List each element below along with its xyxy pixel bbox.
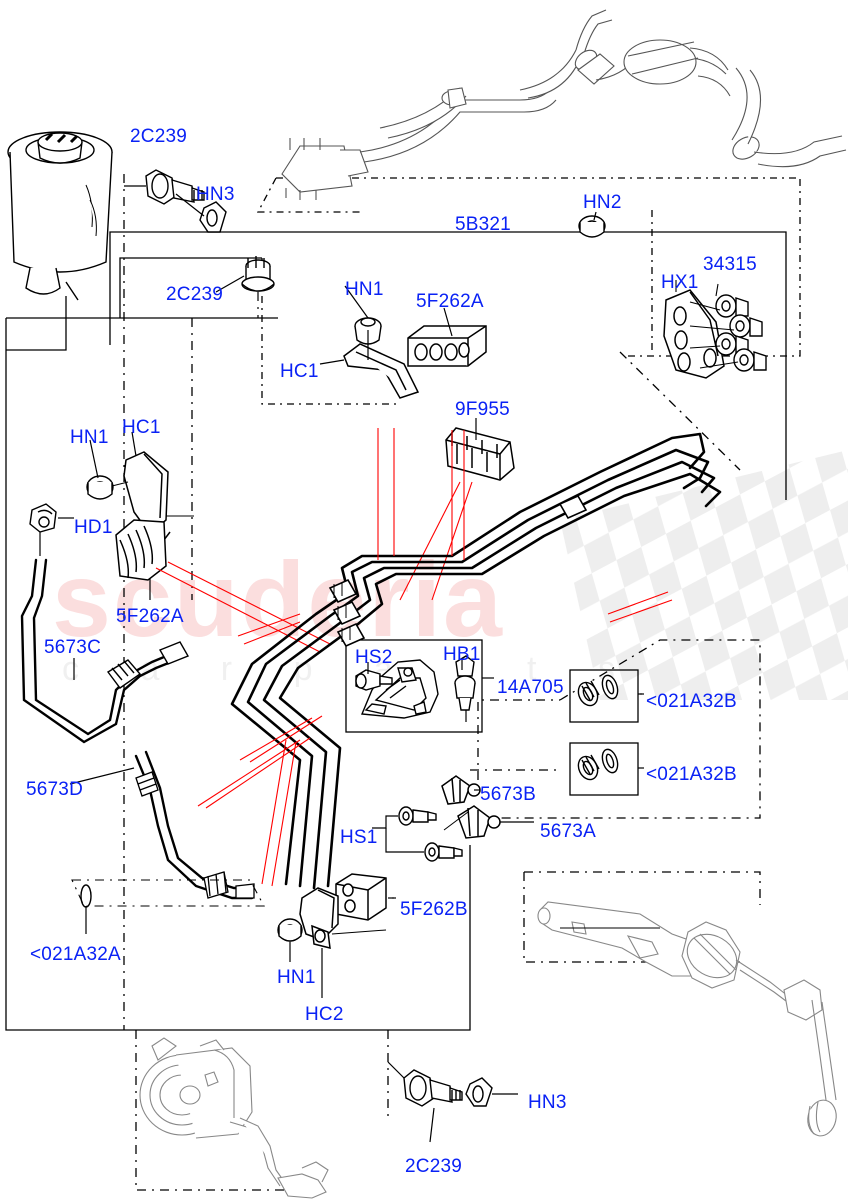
callout-hn3-top[interactable]: HN3 <box>196 184 235 205</box>
hose-clip-hd1 <box>29 503 57 533</box>
frame-left-main <box>5 318 471 1031</box>
seal-kit-b-2 <box>577 748 619 781</box>
highlight-leaders-bundle <box>197 428 673 887</box>
roll-bar-assembly <box>281 9 847 200</box>
seal-021a32a <box>80 884 92 908</box>
callout-021a32a[interactable]: <021A32A <box>30 944 121 965</box>
hydraulic-pipe-bundle <box>230 432 722 890</box>
callout-hn1-left[interactable]: HN1 <box>70 427 109 448</box>
hose-5673d <box>134 750 254 900</box>
highlight-leaders-5f262a <box>155 561 331 653</box>
callout-5673b[interactable]: 5673B <box>480 784 536 805</box>
washer-hn3-lower <box>465 1077 493 1107</box>
callout-34315[interactable]: 34315 <box>703 254 757 275</box>
callout-hn1-upper[interactable]: HN1 <box>345 279 384 300</box>
checkered-flag-watermark <box>560 450 848 700</box>
callout-hn1-lower[interactable]: HN1 <box>277 967 316 988</box>
quad-clip-9f955 <box>445 427 515 481</box>
callout-hb1[interactable]: HB1 <box>443 644 481 665</box>
flange-nut-hn1-lower <box>277 918 303 942</box>
fluid-reservoir <box>7 131 113 301</box>
frame-sealkit-1 <box>569 669 639 723</box>
frame-14a705 <box>345 639 483 733</box>
callout-021a32b-2[interactable]: <021A32B <box>646 764 737 785</box>
frame-clutch-assembly <box>135 1030 300 1191</box>
hose-5673d-ferrules <box>135 771 255 899</box>
pipe-clamp-hc1-upper <box>343 343 420 399</box>
banjo-bolt-hs1-lower <box>424 842 463 862</box>
callout-2c239-top[interactable]: 2C239 <box>130 126 187 147</box>
washer-hn3-upper <box>199 201 227 233</box>
seal-kit-b-1 <box>577 674 619 707</box>
union-2c239-upper <box>145 169 205 205</box>
frame-5b321 <box>109 231 787 500</box>
callout-hx1[interactable]: HX1 <box>661 272 699 293</box>
callout-14a705[interactable]: 14A705 <box>497 677 564 698</box>
hose-5673c <box>20 558 178 744</box>
flange-nut-hn1-left <box>86 475 114 500</box>
callout-hs2[interactable]: HS2 <box>355 647 393 668</box>
union-2c239-lower <box>403 1069 463 1107</box>
callout-2c239-grommet[interactable]: 2C239 <box>166 284 223 305</box>
bushes-34315 <box>715 294 767 372</box>
callout-021a32b-1[interactable]: <021A32B <box>646 691 737 712</box>
bracket-hx1 <box>663 289 725 379</box>
hose-5673c-ferrule <box>106 641 190 689</box>
callout-5f262b[interactable]: 5F262B <box>400 899 468 920</box>
callout-hs1[interactable]: HS1 <box>340 827 378 848</box>
callout-hc1-left[interactable]: HC1 <box>122 417 161 438</box>
insulator-5f262a-upper <box>407 325 487 367</box>
callout-hd1[interactable]: HD1 <box>74 517 113 538</box>
callout-9f955[interactable]: 9F955 <box>455 399 510 420</box>
reservoir-leader <box>6 296 67 351</box>
callout-hc1-upper[interactable]: HC1 <box>280 361 319 382</box>
bracket-14a705 <box>360 659 439 719</box>
frame-hc1-upper <box>261 258 396 405</box>
callout-5673c[interactable]: 5673C <box>44 637 101 658</box>
pipe-clamp-hc2 <box>299 887 339 949</box>
callout-5b321[interactable]: 5B321 <box>455 214 511 235</box>
pipe-connector-detail <box>333 582 351 642</box>
callout-5673d[interactable]: 5673D <box>26 779 83 800</box>
insulator-5f262b <box>335 873 387 921</box>
frame-sealkit-2 <box>569 742 639 796</box>
grouping-frames <box>5 174 801 1191</box>
pipe-connectors <box>328 494 588 648</box>
hx1-assembly-leaders <box>675 280 739 369</box>
callout-2c239-bottom[interactable]: 2C239 <box>405 1156 462 1177</box>
callout-hc2[interactable]: HC2 <box>305 1004 344 1025</box>
grommet-2c239 <box>241 256 275 292</box>
callout-hn3-bottom[interactable]: HN3 <box>528 1092 567 1113</box>
pipe-clamp-hc1-left <box>123 451 171 541</box>
flange-nut-hn2 <box>578 215 606 238</box>
banjo-bolt-hs1-upper <box>398 806 437 826</box>
callout-5f262a-left[interactable]: 5F262A <box>116 606 184 627</box>
bolt-hs2 <box>355 669 393 691</box>
frame-021a32a <box>71 879 265 907</box>
fitting-5673a <box>457 805 501 839</box>
clutch-actuator-assembly <box>139 1037 329 1199</box>
highlight-leaders-9f955 <box>399 481 473 601</box>
callout-5f262a-upper[interactable]: 5F262A <box>416 291 484 312</box>
insulator-5f262a-left <box>115 519 167 581</box>
steering-gear-assembly <box>537 901 837 1137</box>
callout-5673a[interactable]: 5673A <box>540 821 596 842</box>
callout-hn2[interactable]: HN2 <box>583 192 622 213</box>
pressure-switch-hb1 <box>454 655 476 711</box>
